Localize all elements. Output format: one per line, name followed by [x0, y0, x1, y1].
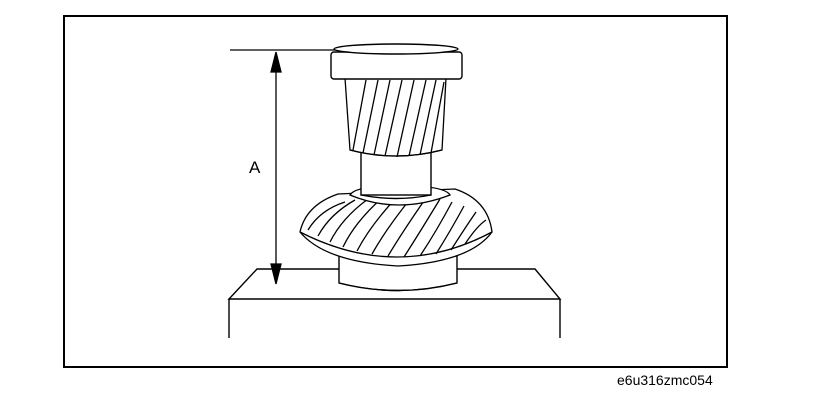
dimension-a [230, 49, 336, 285]
bevel-gear [299, 184, 493, 267]
shaft [360, 149, 432, 200]
figure-frame [63, 15, 728, 368]
dimension-label: A [249, 158, 261, 177]
gear-hub [338, 255, 458, 292]
figure-caption: e6u316zmc054 [617, 372, 713, 388]
helical-pinion [344, 77, 447, 158]
bearing-cap [330, 43, 463, 80]
